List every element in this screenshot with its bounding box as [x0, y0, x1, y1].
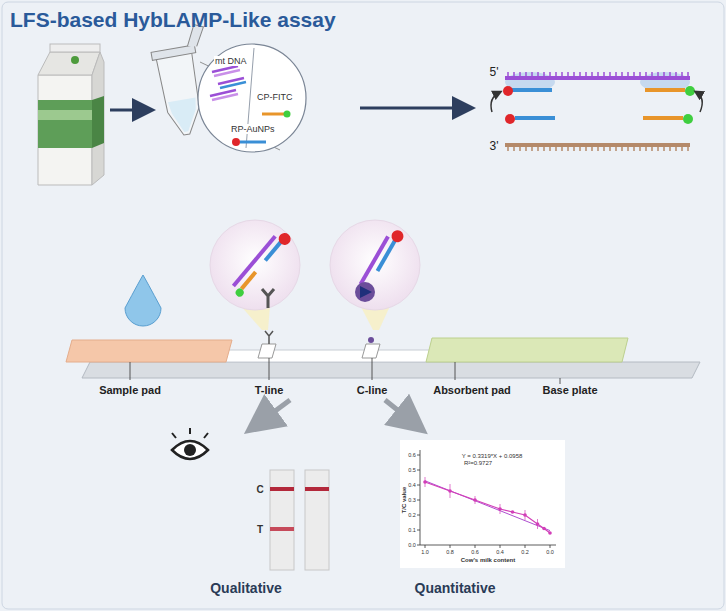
line-label: T: [257, 524, 263, 535]
tick-label: 0.0: [546, 549, 554, 555]
tick-label: 0.1: [408, 527, 416, 533]
part-label: Sample pad: [99, 384, 161, 396]
axis-title: Cow's milk content: [461, 557, 515, 563]
end-label: 5': [490, 65, 499, 79]
result-label: Qualitative: [210, 580, 282, 596]
axis-title: T/C value: [401, 487, 407, 514]
result-strips: [270, 470, 329, 570]
reagent-label: mt DNA: [214, 56, 248, 66]
equation: Y = 0.3319*X + 0.0958: [462, 453, 523, 459]
reagent-label: CP-FITC: [256, 92, 294, 102]
tick-label: 0.5: [408, 467, 416, 473]
reagent-circle: mt DNA CP-FITC RP-AuNPs: [196, 42, 308, 154]
line-label: C: [256, 484, 263, 495]
tick-label: 0.8: [446, 549, 454, 555]
tick-label: 0.4: [408, 482, 416, 488]
tick-label: 0.4: [496, 549, 504, 555]
detection-bubbles: [210, 220, 420, 330]
eye-icon: [172, 428, 208, 459]
calibration-chart: [400, 440, 565, 568]
lateral-flow-strip: [66, 275, 700, 384]
tick-label: 0.3: [408, 497, 416, 503]
tick-label: 1.0: [421, 549, 429, 555]
tick-label: 0.6: [471, 549, 479, 555]
part-label: Absorbent pad: [433, 384, 511, 396]
part-label: T-line: [255, 384, 284, 396]
tick-label: 0.2: [408, 512, 416, 518]
part-label: C-line: [357, 384, 388, 396]
tick-label: 0.0: [408, 542, 416, 548]
title: LFS-based HybLAMP-Like assay: [10, 8, 336, 32]
tick-label: 0.6: [408, 452, 416, 458]
part-label: Base plate: [542, 384, 597, 396]
milk-carton: [38, 44, 104, 185]
result-label: Quantitative: [415, 580, 496, 596]
equation: R²=0.9727: [464, 460, 492, 466]
hybridization-scheme: [491, 72, 702, 151]
tick-label: 0.2: [521, 549, 529, 555]
reagent-label: RP-AuNPs: [230, 124, 276, 134]
end-label: 3': [490, 139, 499, 153]
